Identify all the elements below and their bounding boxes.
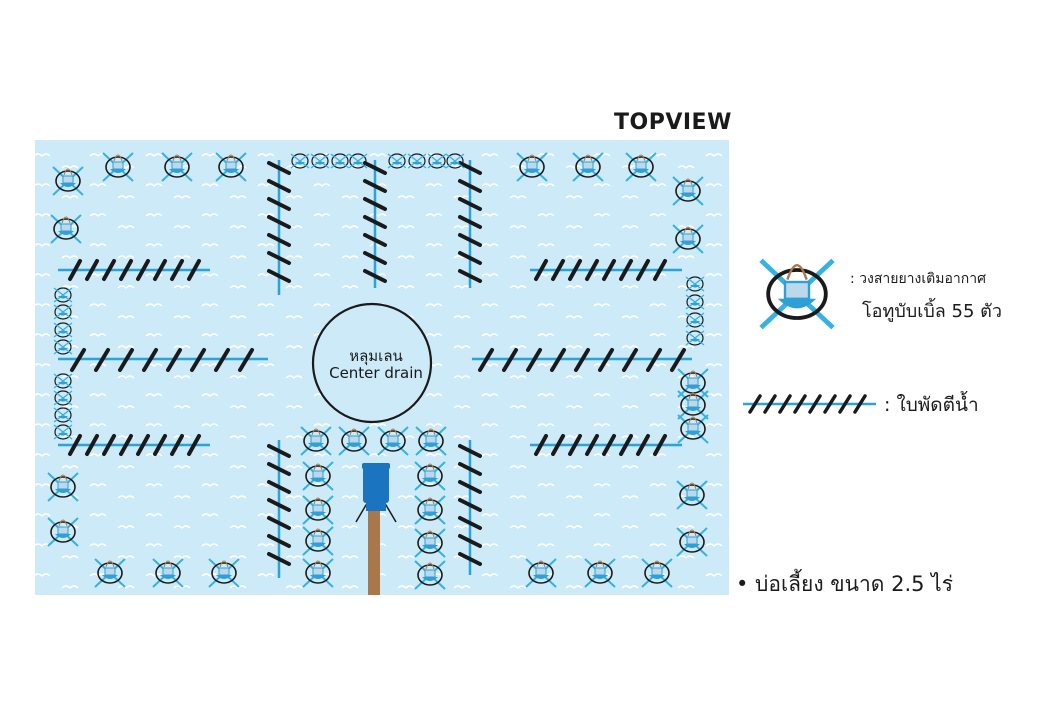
- paddle-wheel-left-middle: [58, 348, 268, 372]
- paddle-wheel-right-bottom: [530, 434, 682, 456]
- legend-aerator-label: : วงสายยางเติมอากาศ: [850, 271, 986, 287]
- pond-size-note: • บ่อเลี้ยง ขนาด 2.5 ไร่: [736, 572, 954, 596]
- drain-pipe: [368, 510, 380, 595]
- paddle-wheel-top-center-vertical: [363, 160, 387, 288]
- paddle-wheel-right-middle: [472, 348, 692, 372]
- center-drain-label-thai: หลุมเลน: [349, 347, 403, 365]
- center-drain-label-english: Center drain: [329, 364, 423, 382]
- paddle-wheel-top-right-vertical: [458, 160, 482, 288]
- paddle-wheel-right-top: [530, 259, 682, 281]
- paddle-wheel-top-left-vertical: [267, 160, 291, 295]
- diagram-title: TOPVIEW: [614, 110, 732, 135]
- legend-aerator-icon: [761, 260, 833, 327]
- center-drain-icon: [311, 302, 433, 424]
- legend-paddle-label: : ใบพัดตีน้ำ: [884, 394, 979, 416]
- paddle-wheel-bottom-left-vertical: [267, 440, 291, 578]
- legend-paddle-icon: [743, 394, 876, 414]
- paddle-wheel-left-bottom: [58, 434, 210, 456]
- paddle-wheel-left-top: [58, 259, 210, 281]
- pump-icon: [355, 463, 397, 523]
- paddle-wheel-bottom-right-vertical: [458, 440, 482, 575]
- legend-aerator-count: โอทูบับเบิ้ล 55 ตัว: [862, 301, 1002, 322]
